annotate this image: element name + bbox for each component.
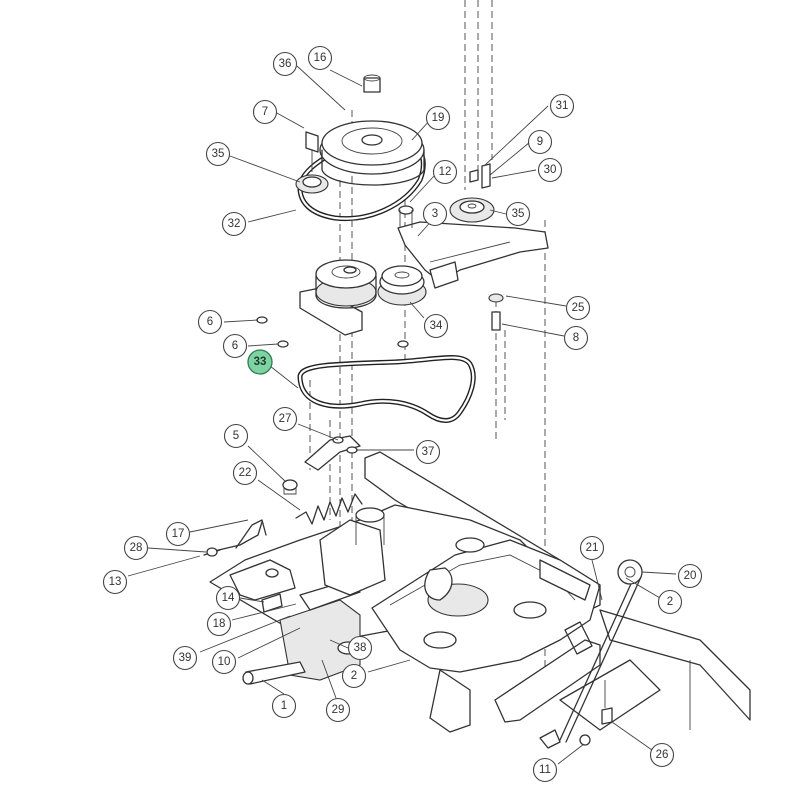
top-pulley-assembly [319, 74, 425, 186]
svg-text:5: 5 [233, 430, 239, 442]
svg-text:17: 17 [172, 528, 185, 540]
svg-text:20: 20 [684, 570, 697, 582]
callout-38[interactable]: 38 [347, 635, 373, 661]
svg-text:10: 10 [218, 656, 231, 668]
callout-9[interactable]: 9 [527, 129, 553, 155]
transmission-assembly [242, 507, 386, 685]
svg-text:37: 37 [422, 446, 435, 458]
bolt-7 [305, 131, 319, 172]
callout-20[interactable]: 20 [677, 563, 703, 589]
tension-spring-22 [282, 479, 363, 525]
callout-26[interactable]: 26 [649, 742, 675, 768]
svg-text:11: 11 [539, 764, 551, 776]
callout-10[interactable]: 10 [211, 649, 237, 675]
callout-39[interactable]: 39 [172, 645, 198, 671]
svg-text:9: 9 [537, 136, 543, 148]
svg-text:2: 2 [667, 596, 673, 608]
pto-clutch-assembly [299, 259, 427, 336]
svg-text:8: 8 [573, 332, 579, 344]
callout-14[interactable]: 14 [215, 585, 241, 611]
callout-2-left[interactable]: 2 [341, 663, 367, 689]
callout-1[interactable]: 1 [271, 693, 297, 719]
drive-belt-33 [297, 355, 476, 423]
svg-text:12: 12 [439, 166, 452, 178]
svg-text:6: 6 [207, 316, 213, 328]
callout-18[interactable]: 18 [206, 611, 232, 637]
svg-text:21: 21 [586, 542, 599, 554]
svg-text:34: 34 [430, 320, 443, 332]
svg-text:6: 6 [232, 340, 238, 352]
callout-22[interactable]: 22 [232, 460, 258, 486]
callout-21[interactable]: 21 [579, 535, 605, 561]
leader-lines [127, 65, 677, 765]
svg-text:18: 18 [213, 618, 226, 630]
callout-11[interactable]: 11 [532, 757, 558, 783]
control-linkage [203, 519, 643, 749]
svg-text:33: 33 [254, 356, 267, 368]
svg-text:16: 16 [314, 52, 327, 64]
callouts: 36 16 7 19 31 9 30 35 12 3 35 32 25 8 6 … [102, 45, 703, 783]
callout-35-left[interactable]: 35 [205, 141, 231, 167]
belt-guide-bracket [304, 435, 361, 471]
callout-31[interactable]: 31 [549, 93, 575, 119]
callout-37[interactable]: 37 [415, 439, 441, 465]
svg-text:29: 29 [332, 704, 345, 716]
callout-29[interactable]: 29 [325, 697, 351, 723]
callout-32[interactable]: 32 [221, 211, 247, 237]
callout-6-upper[interactable]: 6 [197, 309, 223, 335]
callout-30[interactable]: 30 [537, 157, 563, 183]
callout-16[interactable]: 16 [307, 45, 333, 71]
callout-3[interactable]: 3 [422, 201, 448, 227]
svg-text:3: 3 [432, 208, 438, 220]
callout-34[interactable]: 34 [423, 313, 449, 339]
svg-text:26: 26 [656, 749, 669, 761]
svg-text:35: 35 [512, 208, 525, 220]
svg-text:22: 22 [239, 467, 252, 479]
callout-27[interactable]: 27 [272, 406, 298, 432]
callout-25[interactable]: 25 [565, 295, 591, 321]
callout-19[interactable]: 19 [425, 105, 451, 131]
mower-frame [209, 451, 751, 733]
svg-text:31: 31 [556, 100, 569, 112]
svg-text:25: 25 [572, 302, 585, 314]
svg-text:30: 30 [544, 164, 557, 176]
callout-5[interactable]: 5 [223, 423, 249, 449]
svg-text:1: 1 [281, 700, 287, 712]
callout-7[interactable]: 7 [252, 99, 278, 125]
svg-text:19: 19 [432, 112, 445, 124]
callout-6-lower[interactable]: 6 [222, 333, 248, 359]
svg-text:28: 28 [130, 542, 143, 554]
callout-35-right[interactable]: 35 [505, 201, 531, 227]
callout-8[interactable]: 8 [563, 325, 589, 351]
svg-text:27: 27 [279, 413, 292, 425]
callout-36[interactable]: 36 [272, 51, 298, 77]
svg-text:2: 2 [351, 670, 357, 682]
callout-13[interactable]: 13 [102, 569, 128, 595]
svg-text:32: 32 [228, 218, 241, 230]
svg-text:13: 13 [109, 576, 122, 588]
svg-text:14: 14 [222, 592, 235, 604]
svg-text:39: 39 [179, 652, 192, 664]
callout-33-highlighted[interactable]: 33 [247, 349, 273, 375]
idler-pulley-left [295, 174, 329, 194]
callout-17[interactable]: 17 [165, 521, 191, 547]
svg-text:7: 7 [262, 106, 268, 118]
svg-text:35: 35 [212, 148, 225, 160]
svg-text:38: 38 [354, 642, 367, 654]
idler-arm-bracket [397, 163, 549, 289]
svg-text:36: 36 [279, 58, 292, 70]
callout-12[interactable]: 12 [432, 159, 458, 185]
small-hardware [256, 293, 504, 348]
callout-2-right[interactable]: 2 [657, 589, 683, 615]
callout-28[interactable]: 28 [123, 535, 149, 561]
